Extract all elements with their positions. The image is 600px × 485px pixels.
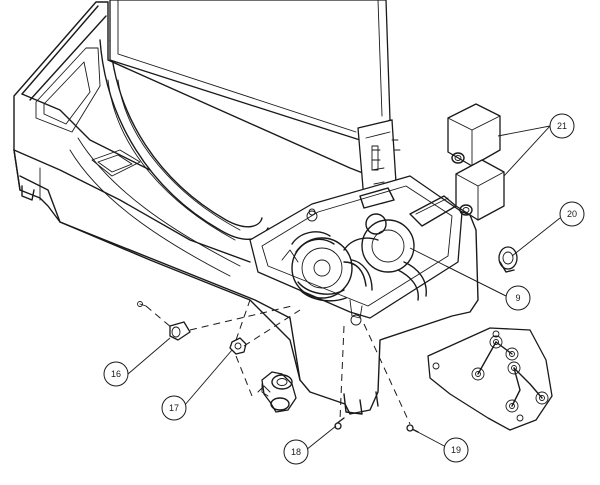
pump-compartment [249,175,463,326]
connector-part-20 [498,246,518,273]
base-plate [427,327,553,431]
callout-label: 9 [515,293,520,303]
leader-lines [127,125,561,451]
tub-body [13,1,479,415]
callout-label: 20 [567,209,577,219]
fitting-part-17 [229,337,247,355]
callout-19: 19 [443,437,469,463]
callout-9: 9 [505,285,531,311]
screw-part-18 [334,417,345,430]
callout-label: 19 [451,445,461,455]
callout-21: 21 [549,113,575,139]
assembly-lines [145,299,411,425]
elbow-fitting [257,371,297,413]
control-box-upper [447,103,501,167]
callout-label: 16 [111,369,121,379]
callout-20: 20 [559,201,585,227]
callout-18: 18 [283,439,309,465]
callout-label: 21 [557,121,567,131]
bushing-part-16 [137,301,191,341]
callout-16: 16 [103,361,129,387]
callout-label: 17 [169,403,179,413]
back-panel [109,0,401,225]
callout-17: 17 [161,395,187,421]
callout-label: 18 [291,447,301,457]
control-box-lower [455,159,505,221]
